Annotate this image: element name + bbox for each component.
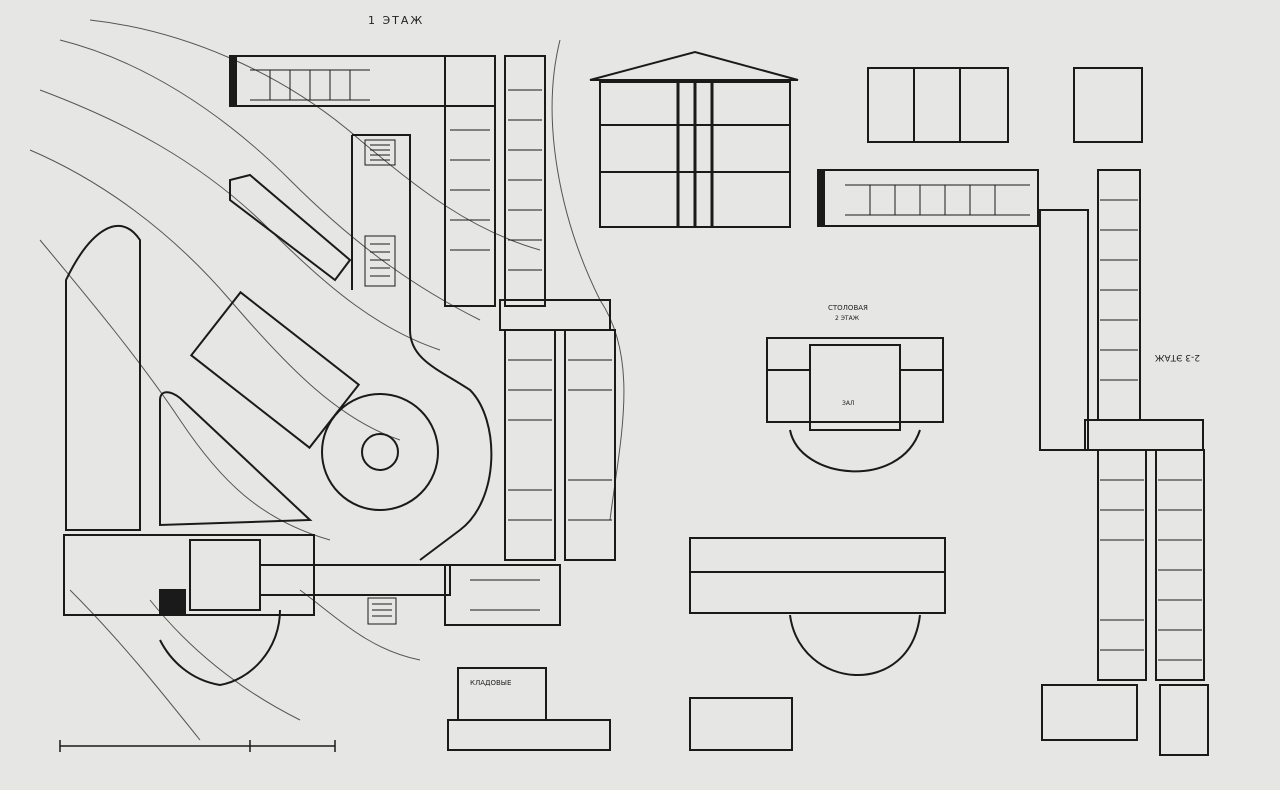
storage-label: КЛАДОВЫЕ xyxy=(470,679,511,687)
canteen-plan xyxy=(766,337,944,473)
unit-details xyxy=(867,67,1143,143)
hall-plan xyxy=(689,537,946,751)
canteen-title: СТОЛОВАЯ xyxy=(828,304,868,312)
floor-2-3-title: 2-3 ЭТАЖ xyxy=(1155,352,1200,362)
hall-label: ЗАЛ xyxy=(842,400,854,407)
scale-bar xyxy=(59,740,336,752)
storage-plan xyxy=(447,667,611,751)
floor-1-partitions xyxy=(250,69,612,611)
canteen-subtitle: 2 ЭТАЖ xyxy=(835,315,860,322)
floor-1-title: 1 ЭТАЖ xyxy=(368,14,424,27)
floor-2-3-partitions xyxy=(845,184,1202,661)
floor-2-3-plan xyxy=(817,169,1209,756)
site-layout xyxy=(65,134,493,687)
building-section xyxy=(589,50,799,228)
staircases xyxy=(364,139,397,625)
floor-1-plan xyxy=(63,55,616,626)
